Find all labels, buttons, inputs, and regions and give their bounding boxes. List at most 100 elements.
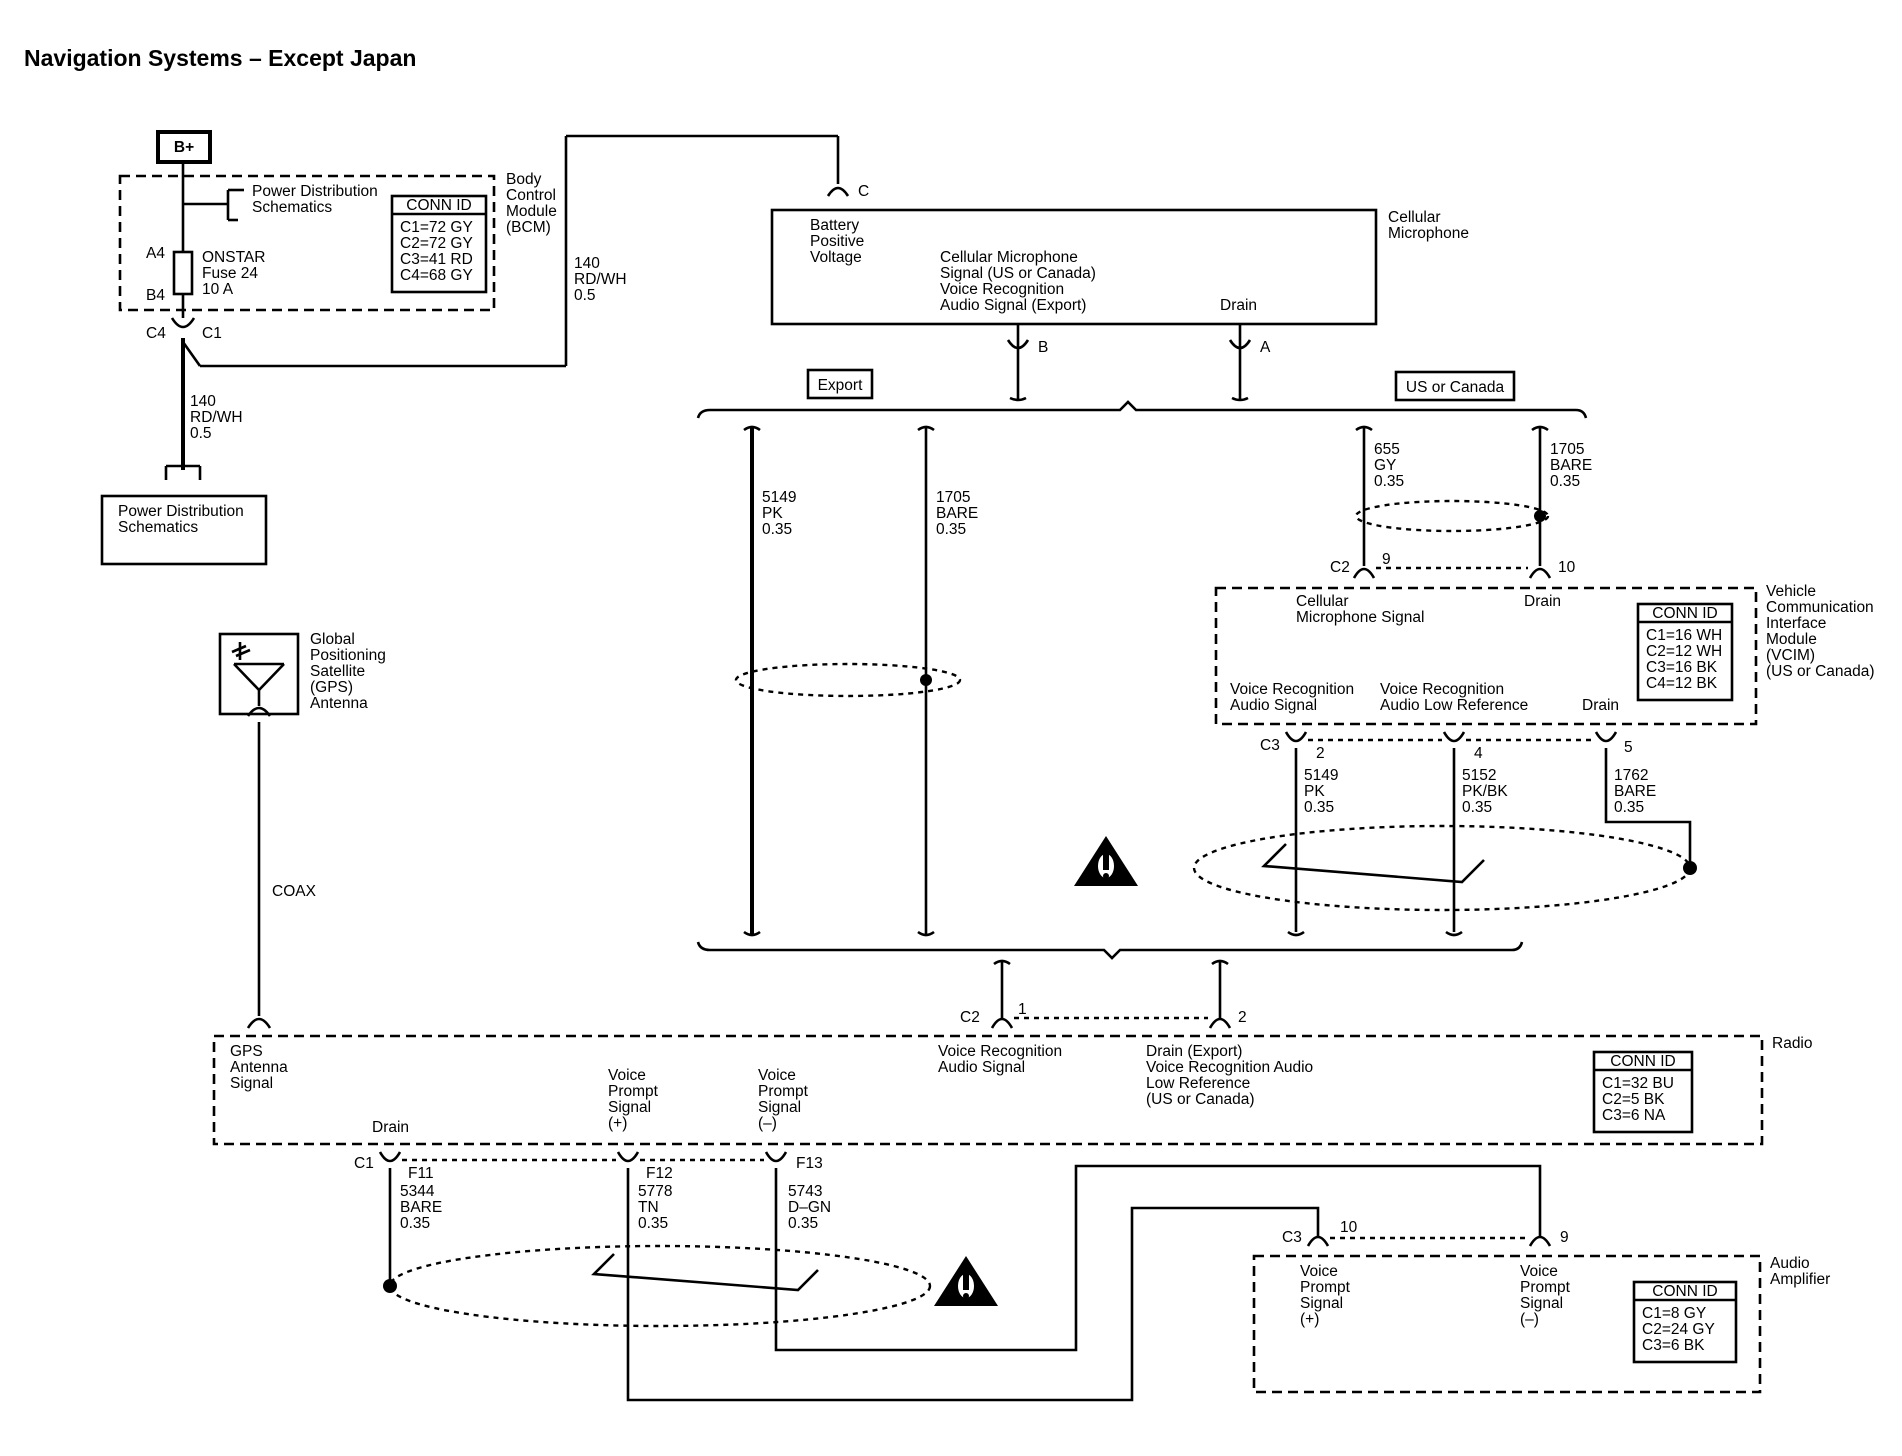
- radio-c1-f12: [616, 1151, 640, 1163]
- vcim-pin5-label: 5: [1624, 739, 1633, 756]
- cellmic-signal-label: Cellular Microphone Signal (US or Canada…: [940, 249, 1100, 314]
- cellmic-pin-b-label: B: [1038, 339, 1048, 356]
- vcim-c3-pin4: [1442, 731, 1466, 743]
- wire-5743-label: 5743 D–GN 0.35: [788, 1183, 835, 1232]
- bplus-label: B+: [174, 139, 194, 156]
- wire-140-upper: 140 RD/WH 0.5: [574, 255, 631, 304]
- radio-drain-label: Drain: [372, 1119, 409, 1136]
- vcim-c2-pin9: [1352, 567, 1376, 579]
- wire-5152-label: 5152 PK/BK 0.35: [1462, 767, 1512, 816]
- amp-c3-label: C3: [1282, 1229, 1302, 1246]
- radio-drain-export-label: Drain (Export) Voice Recognition Audio L…: [1146, 1043, 1318, 1108]
- cellmic-drain-label: Drain: [1220, 297, 1257, 314]
- fuse-label: ONSTAR Fuse 24 10 A: [202, 249, 270, 298]
- satellite-signal-icon: [231, 642, 251, 660]
- radio-conn-id-box: [1592, 1050, 1694, 1134]
- bcm-box: [118, 174, 496, 312]
- radio-pin2-label: 2: [1238, 1009, 1247, 1026]
- cellmic-name: Cellular Microphone: [1388, 209, 1469, 242]
- us-canada-option-box: [1394, 370, 1516, 402]
- conn-c4: C4: [146, 325, 166, 342]
- bcm-pds-ref: Power Distribution Schematics: [252, 183, 382, 216]
- pin-b4: B4: [146, 287, 165, 304]
- radio-f12-label: F12: [646, 1165, 673, 1182]
- pds-box: [100, 494, 268, 566]
- radio-c2-pin2: [1208, 1017, 1232, 1029]
- bcm-conn-id-header: CONN ID: [406, 197, 471, 214]
- cellmic-pin-a-label: A: [1260, 339, 1271, 356]
- radio-vr-audio-label: Voice Recognition Audio Signal: [938, 1043, 1066, 1076]
- amp-vp-minus-label: Voice Prompt Signal (–): [1520, 1263, 1574, 1328]
- vcim-c2-pin10: [1528, 567, 1552, 579]
- pin-a4: A4: [146, 245, 165, 262]
- radio-box: [212, 1034, 1764, 1146]
- radio-c1-f11: [378, 1151, 402, 1163]
- wire-5778: [626, 1168, 1320, 1402]
- radio-pin1-label: 1: [1018, 1001, 1027, 1018]
- page-title: Navigation Systems – Except Japan: [24, 45, 416, 71]
- amp-name: Audio Amplifier: [1770, 1255, 1830, 1288]
- vcim-twisted-pair-shield: [1192, 824, 1692, 912]
- radio-c2-label: C2: [960, 1009, 980, 1026]
- wire-5149-export-label: 5149 PK 0.35: [762, 489, 801, 538]
- vcim-drain-top: Drain: [1524, 593, 1561, 610]
- audio-amplifier-box: [1252, 1254, 1762, 1394]
- amp-conn-id-header: CONN ID: [1652, 1283, 1717, 1300]
- conn-c1: C1: [202, 325, 222, 342]
- vcim-c2-label: C2: [1330, 559, 1350, 576]
- radio-conn-id-header: CONN ID: [1610, 1053, 1675, 1070]
- wire-1705-us-label: 1705 BARE 0.35: [1550, 441, 1597, 490]
- bcm-name: Body Control Module (BCM): [506, 171, 561, 236]
- radio-vp-minus-label: Voice Prompt Signal (–): [758, 1067, 812, 1132]
- radio-f11-label: F11: [408, 1165, 434, 1182]
- radio-gps-signal-label: GPS Antenna Signal: [230, 1043, 292, 1092]
- radio-c1-label: C1: [354, 1155, 374, 1172]
- cellmic-batt-label: Battery Positive Voltage: [810, 217, 869, 266]
- twisted-pair-mark-vcim: [1261, 843, 1485, 884]
- amp-conn-ids: C1=8 GY C2=24 GY C3=6 BK: [1642, 1305, 1719, 1354]
- cellmic-pin-b: [1006, 339, 1030, 350]
- twisted-pair-mark-radio: [591, 1253, 819, 1292]
- vcim-vr-audio-label: Voice Recognition Audio Signal: [1230, 681, 1358, 714]
- vcim-conn-id-header: CONN ID: [1652, 605, 1717, 622]
- pds-box-label: Power Distribution Schematics: [118, 503, 248, 536]
- bottom-option-brace: [696, 941, 1524, 960]
- bcm-conn-id-box: [390, 194, 488, 294]
- top-option-brace: [696, 400, 1588, 419]
- radio-vp-plus-label: Voice Prompt Signal (+): [608, 1067, 662, 1132]
- vcim-drain-bottom: Drain: [1582, 697, 1619, 714]
- vcim-pin10-label: 10: [1558, 559, 1576, 576]
- wire-5149-us-label: 5149 PK 0.35: [1304, 767, 1343, 816]
- amp-c3-pin10: [1306, 1235, 1330, 1247]
- radio-twisted-pair-shield: [388, 1244, 932, 1328]
- warning-triangle-icon: [1074, 836, 1138, 886]
- amp-conn-id-box: [1632, 1280, 1738, 1364]
- radio-conn-ids: C1=32 BU C2=5 BK C3=6 NA: [1602, 1075, 1678, 1124]
- amp-pin10-label: 10: [1340, 1219, 1358, 1236]
- us-canada-option-label: US or Canada: [1406, 379, 1505, 396]
- vcim-pin4-label: 4: [1474, 745, 1483, 762]
- us-top-shield: [1354, 499, 1550, 533]
- amp-c3-pin9: [1528, 1235, 1552, 1247]
- warning-triangle-icon: [934, 1256, 998, 1306]
- fuse-symbol: [172, 250, 194, 296]
- vcim-c3-pin2: [1284, 731, 1308, 743]
- radio-c1-f13: [764, 1151, 788, 1163]
- radio-gps-pin: [246, 1017, 272, 1029]
- wire-1762-label: 1762 BARE 0.35: [1614, 767, 1661, 816]
- wire-5778-label: 5778 TN 0.35: [638, 1183, 677, 1232]
- wire-5743: [774, 1164, 1542, 1352]
- vcim-name: Vehicle Communication Interface Module (…: [1766, 583, 1878, 680]
- cellular-microphone-box: [770, 208, 1378, 326]
- vcim-c3-pin5: [1594, 731, 1618, 743]
- wire-140-lower: 140 RD/WH 0.5: [190, 393, 247, 442]
- vcim-pin2-label: 2: [1316, 745, 1325, 762]
- export-shield: [734, 662, 962, 698]
- radio-c2-pin1: [990, 1017, 1014, 1029]
- wire-655-label: 655 GY 0.35: [1374, 441, 1404, 490]
- bcm-conn-ids: C1=72 GY C2=72 GY C3=41 RD C4=68 GY: [400, 219, 477, 284]
- vcim-conn-ids: C1=16 WH C2=12 WH C3=16 BK C4=12 BK: [1646, 627, 1727, 692]
- export-option-label: Export: [818, 377, 863, 394]
- vcim-vr-low-label: Voice Recognition Audio Low Reference: [1380, 681, 1528, 714]
